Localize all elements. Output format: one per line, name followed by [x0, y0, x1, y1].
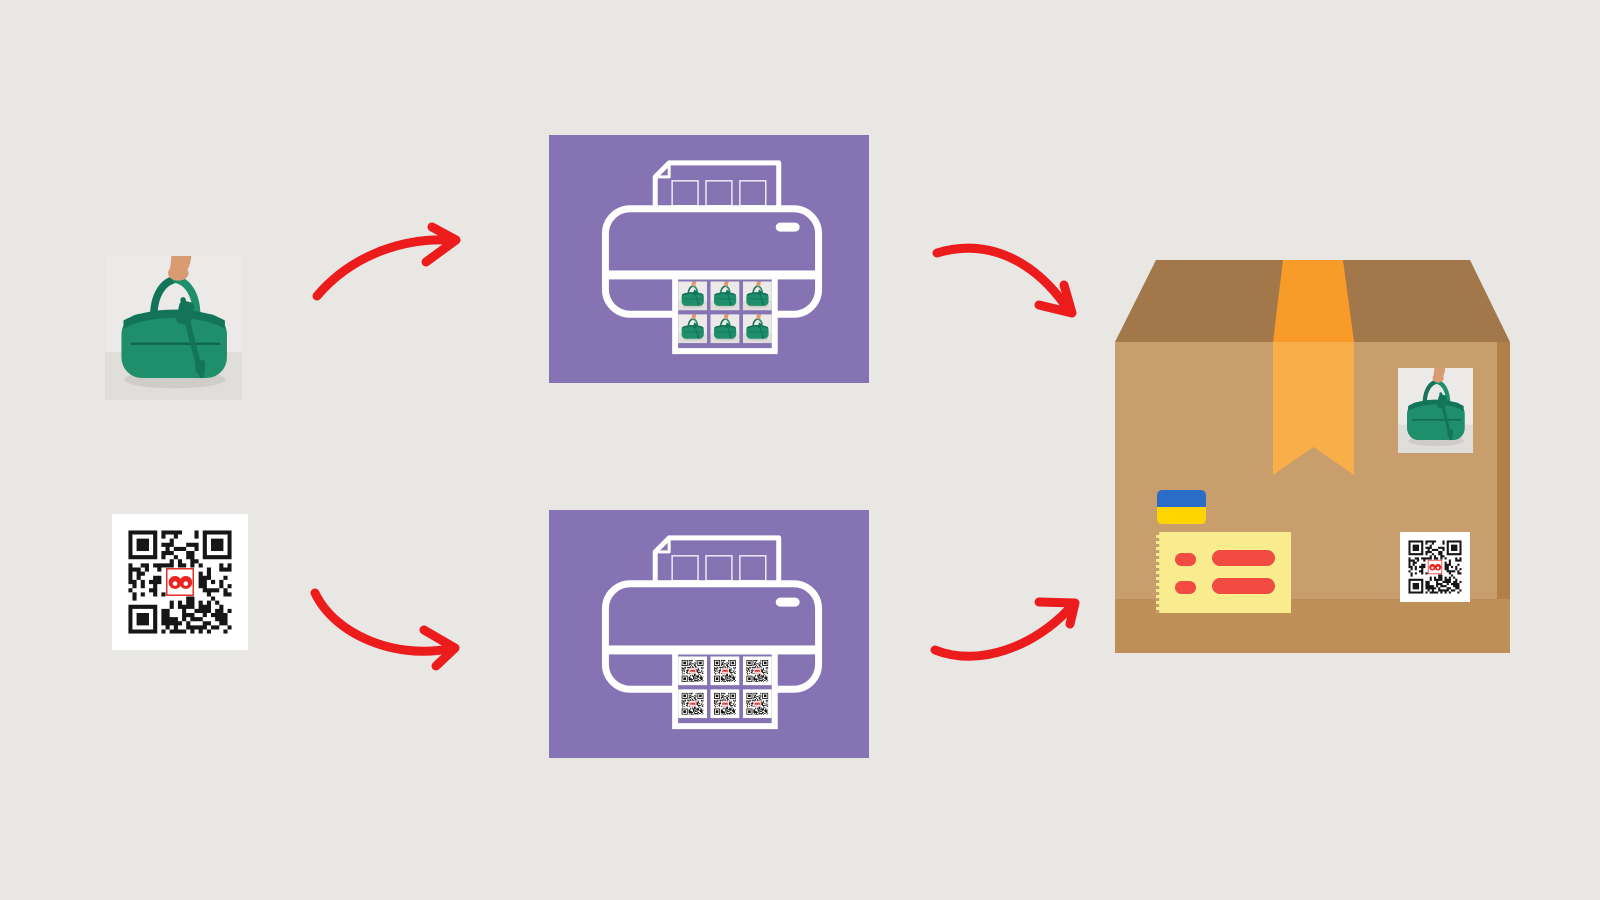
qr-code-image [112, 514, 248, 650]
arrow-shaft [930, 605, 1073, 661]
arrow-head [419, 625, 460, 671]
product-photo-image [105, 256, 242, 400]
shipping-label-sticker [1155, 532, 1291, 613]
label-dot [1175, 581, 1196, 594]
ukraine-flag-sticker [1157, 490, 1206, 524]
arrow-shaft [310, 588, 453, 656]
arrow-photo-printer-to-box [932, 243, 1077, 318]
arrow-qr-printer-to-box [930, 597, 1080, 661]
photo-printer-panel [549, 135, 869, 383]
arrow-photo-to-printer [312, 222, 461, 301]
green-bag-photo-graphic [105, 256, 242, 400]
qr-code-sticker [1400, 532, 1470, 602]
arrow-qr-to-printer [310, 588, 460, 671]
arrow-shaft [312, 235, 453, 301]
label-bar [1212, 578, 1275, 594]
qr-sticker-graphic [112, 514, 248, 650]
packing-tape-top [1273, 260, 1354, 342]
printer-photos-icon [549, 135, 869, 383]
box-side-face [1497, 342, 1510, 653]
shipping-box [1115, 260, 1510, 653]
arrow-head [421, 222, 461, 267]
label-bar [1212, 550, 1275, 566]
arrow-head [1034, 280, 1077, 318]
printer-qr-icon [549, 510, 869, 758]
packing-tape-front [1273, 342, 1354, 475]
qr-printer-panel [549, 510, 869, 758]
label-dot [1175, 553, 1196, 566]
arrow-head [1034, 597, 1080, 629]
arrow-shaft [932, 243, 1070, 310]
product-photo-sticker [1398, 368, 1473, 453]
